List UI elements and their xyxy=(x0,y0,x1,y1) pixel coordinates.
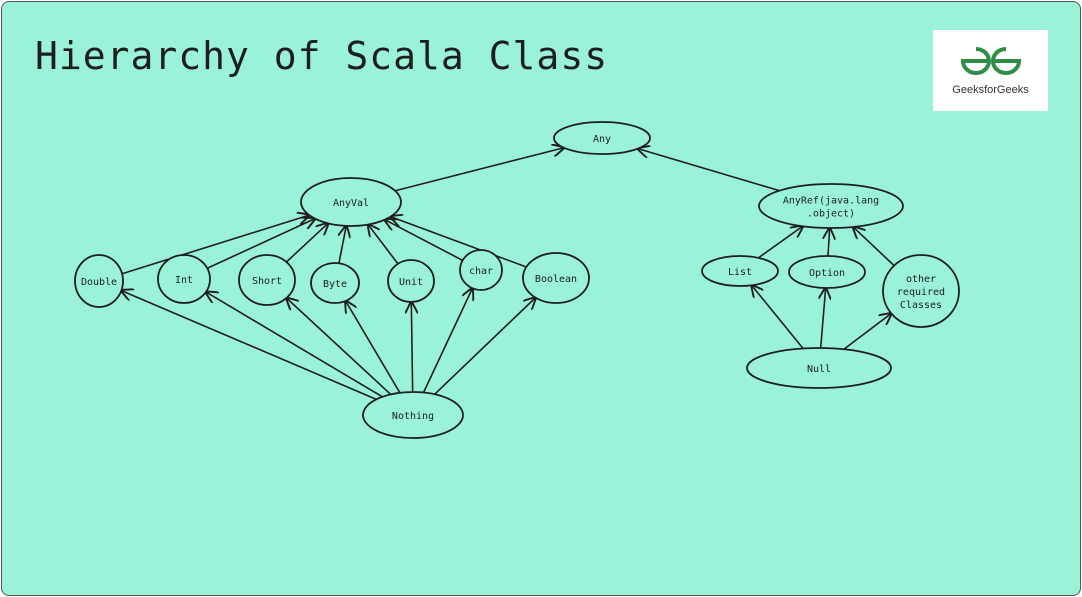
node-label: Short xyxy=(252,276,282,287)
node-label: Nothing xyxy=(392,411,434,422)
node-ellipse xyxy=(74,254,124,308)
node-label: List xyxy=(728,267,752,278)
edge-null-to-other xyxy=(843,313,891,350)
node-double: Double xyxy=(74,254,124,308)
node-ellipse xyxy=(387,259,435,303)
edge-short-to-anyval xyxy=(285,223,328,263)
edge-anyref-to-any xyxy=(638,149,780,192)
gfg-logo-icon xyxy=(960,47,1021,75)
node-list: List xyxy=(701,255,779,287)
node-label: Classes xyxy=(900,300,942,311)
node-ellipse xyxy=(788,255,866,289)
node-ellipse xyxy=(746,347,892,389)
edge-nothing-to-char xyxy=(422,288,473,393)
edge-nothing-to-int xyxy=(206,292,383,398)
node-ellipse xyxy=(701,255,779,287)
node-boolean: Boolean xyxy=(522,252,590,304)
edge-nothing-to-boolean xyxy=(434,298,536,395)
node-label: Unit xyxy=(399,277,423,288)
node-null: Null xyxy=(746,347,892,389)
edge-null-to-list xyxy=(752,285,804,349)
node-byte: Byte xyxy=(310,262,360,304)
node-label: AnyVal xyxy=(333,198,369,209)
node-char: char xyxy=(459,249,503,291)
node-option: Option xyxy=(788,255,866,289)
node-label: Any xyxy=(593,134,611,145)
logo-text: GeeksforGeeks xyxy=(952,84,1029,96)
node-label: Boolean xyxy=(535,274,577,285)
edge-double-to-anyval xyxy=(121,215,309,275)
node-int: Int xyxy=(157,254,211,304)
node-label: required xyxy=(897,287,945,298)
node-unit: Unit xyxy=(387,259,435,303)
edge-nothing-to-short xyxy=(286,298,392,395)
edge-nothing-to-double xyxy=(121,291,377,401)
node-ellipse xyxy=(300,177,402,227)
node-label: Byte xyxy=(323,279,347,290)
edge-other-to-anyref xyxy=(853,227,895,267)
node-ellipse xyxy=(459,249,503,291)
geeksforgeeks-logo: GeeksforGeeks xyxy=(933,30,1048,111)
edge-nothing-to-byte xyxy=(346,301,401,394)
node-ellipse xyxy=(238,254,296,306)
node-ellipse xyxy=(362,391,464,439)
node-nothing: Nothing xyxy=(362,391,464,439)
node-ellipse xyxy=(310,262,360,304)
node-ellipse xyxy=(157,254,211,304)
node-anyref: AnyRef(java.lang .object) xyxy=(758,183,904,229)
node-label: other xyxy=(906,274,936,285)
node-short: Short xyxy=(238,254,296,306)
edge-boolean-to-anyval xyxy=(391,217,527,268)
edge-list-to-anyref xyxy=(757,226,802,259)
node-label: Int xyxy=(175,275,193,286)
node-ellipse xyxy=(882,254,960,328)
edge-anyval-to-any xyxy=(394,148,564,192)
edge-unit-to-anyval xyxy=(368,225,399,265)
edge-int-to-anyval xyxy=(206,219,315,270)
node-label: char xyxy=(469,266,493,277)
edge-byte-to-anyval xyxy=(339,226,346,264)
edge-nothing-to-unit xyxy=(411,302,412,393)
edge-option-to-anyref xyxy=(828,228,830,257)
node-ellipse xyxy=(758,183,904,229)
node-ellipse xyxy=(553,121,651,155)
node-anyval: AnyVal xyxy=(300,177,402,227)
node-label: AnyRef(java.lang xyxy=(783,196,879,207)
edge-null-to-option xyxy=(821,288,826,349)
node-ellipse xyxy=(522,252,590,304)
edge-char-to-anyval xyxy=(385,220,463,262)
node-label: Option xyxy=(809,268,845,279)
node-label: Null xyxy=(807,364,831,375)
node-label: .object) xyxy=(807,209,855,220)
page-title: Hierarchy of Scala Class xyxy=(35,34,609,78)
node-label: Double xyxy=(81,277,117,288)
node-any: Any xyxy=(553,121,651,155)
